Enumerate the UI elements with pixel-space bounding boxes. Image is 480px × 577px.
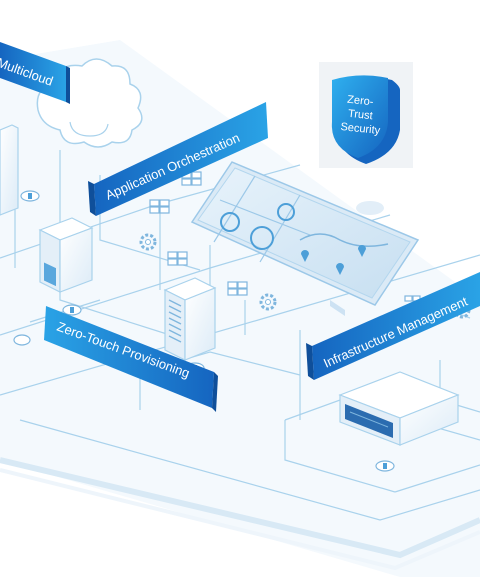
shield-icon (331, 75, 388, 158)
multicloud-banner: Multicloud (0, 42, 70, 104)
gear-icon (139, 233, 157, 251)
shield-line-2: Trust (347, 108, 373, 123)
node-icon (149, 199, 170, 214)
node-icon (167, 251, 188, 266)
zero-trust-security-card: Zero- Trust Security (319, 62, 413, 168)
server-icon (163, 277, 217, 361)
dashboard-icon (190, 161, 420, 316)
node-icon (227, 281, 248, 296)
server-icon (38, 217, 94, 293)
gear-icon (259, 293, 277, 311)
shield-line-1: Zero- (347, 94, 375, 109)
tower-icon (0, 124, 19, 216)
shield-line-3: Security (340, 121, 381, 137)
server-icon (338, 371, 460, 446)
